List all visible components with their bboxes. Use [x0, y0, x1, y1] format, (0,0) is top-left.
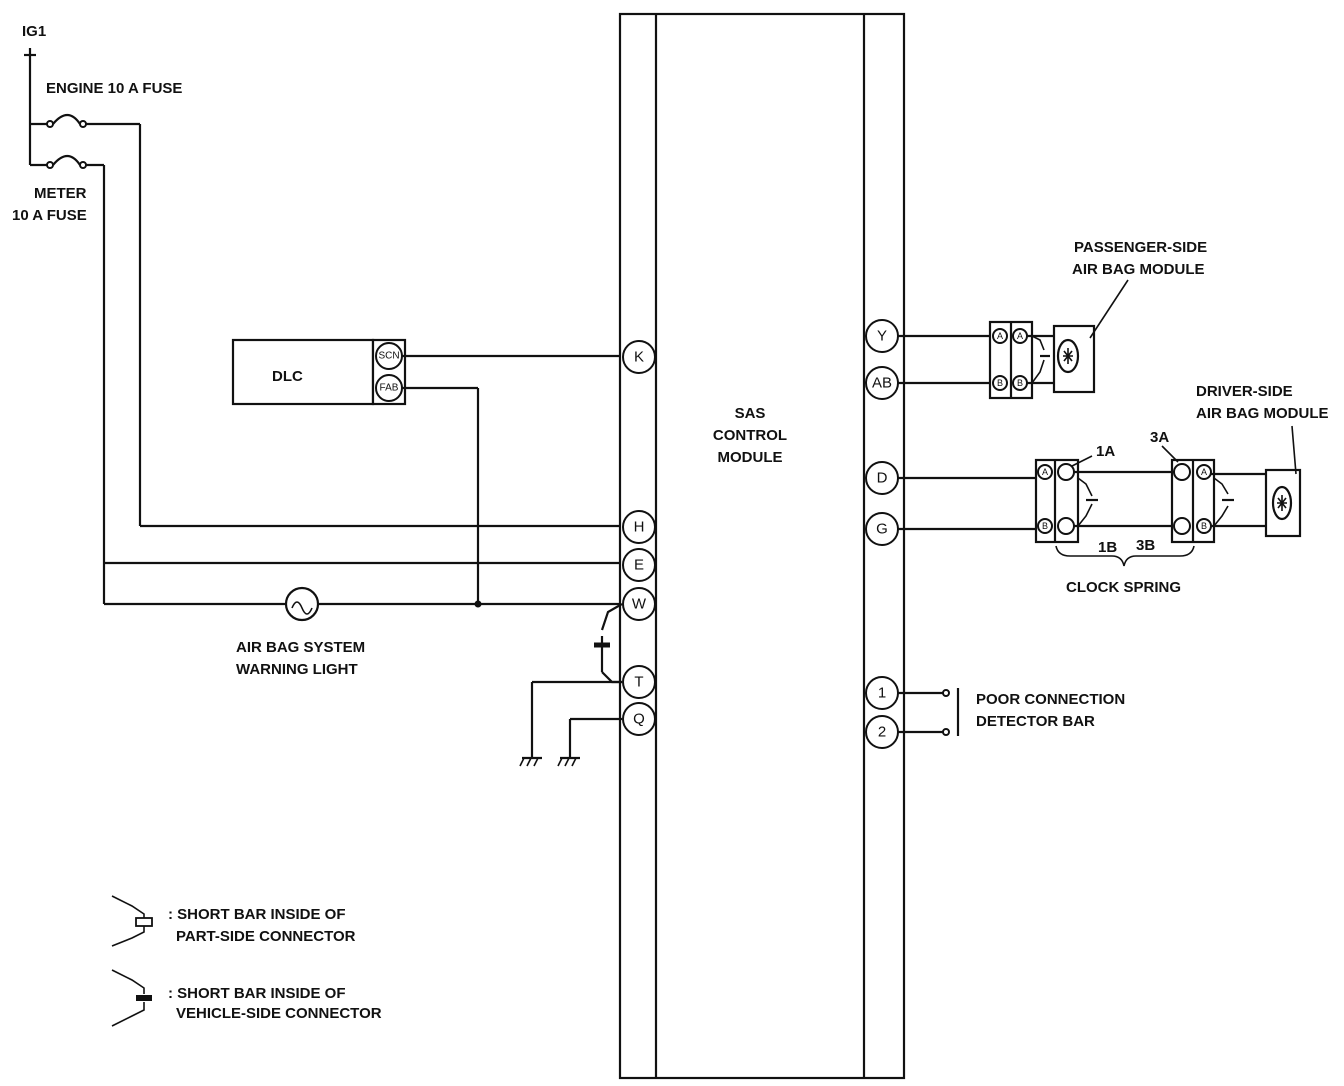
passenger-label-1: PASSENGER-SIDE [1074, 239, 1207, 256]
cs-3a-label: 3A [1150, 429, 1169, 446]
svg-text:K: K [634, 349, 644, 366]
cs-3b-label: 3B [1136, 537, 1155, 554]
svg-text:Y: Y [877, 328, 887, 345]
legend-1-line1: : SHORT BAR INSIDE OF [168, 906, 346, 923]
svg-text:1: 1 [878, 685, 886, 702]
svg-text:B: B [1017, 378, 1023, 388]
svg-text:Q: Q [633, 711, 645, 728]
svg-text:A: A [1017, 331, 1023, 341]
svg-text:AB: AB [872, 375, 892, 392]
clock-spring-brace [1055, 545, 1195, 567]
meter-fuse-icon [52, 154, 81, 166]
sas-module [618, 12, 906, 1080]
pin-ab: AB [865, 366, 899, 400]
warning-light-label-2: WARNING LIGHT [236, 661, 358, 678]
module-label-3: MODULE [718, 449, 783, 466]
svg-text:G: G [876, 521, 888, 538]
passenger-label-2: AIR BAG MODULE [1072, 261, 1205, 278]
svg-text:E: E [634, 557, 644, 574]
dlc-fab-label: FAB [380, 383, 399, 394]
cs-1a-label: 1A [1096, 443, 1115, 460]
pin-t: T [622, 665, 656, 699]
poor-conn-label-2: DETECTOR BAR [976, 713, 1095, 730]
pin-e: E [622, 548, 656, 582]
driver-inflator-icon [1271, 485, 1293, 521]
svg-text:A: A [997, 331, 1003, 341]
pin-d: D [865, 461, 899, 495]
module-label-1: SAS [735, 405, 766, 422]
pin-w: W [622, 587, 656, 621]
pin-2: 2 [865, 715, 899, 749]
driver-label-1: DRIVER-SIDE [1196, 383, 1293, 400]
pin-y: Y [865, 319, 899, 353]
passenger-airbag-module [1052, 324, 1096, 394]
poor-conn-label-1: POOR CONNECTION [976, 691, 1125, 708]
meter-fuse-label-2: 10 A FUSE [12, 207, 87, 224]
svg-text:B: B [997, 378, 1003, 388]
svg-text:B: B [1042, 521, 1048, 531]
meter-fuse-label-1: METER [34, 185, 87, 202]
svg-text:A: A [1201, 467, 1207, 477]
dlc-box [231, 338, 375, 406]
svg-text:D: D [877, 470, 888, 487]
splice-point [474, 600, 482, 608]
svg-text:B: B [1201, 521, 1207, 531]
clock-spring-label: CLOCK SPRING [1066, 579, 1181, 596]
ground-icon [557, 756, 580, 767]
pin-1: 1 [865, 676, 899, 710]
driver-label-2: AIR BAG MODULE [1196, 405, 1329, 422]
pin-k: K [622, 340, 656, 374]
pin-g: G [865, 512, 899, 546]
svg-text:T: T [634, 674, 643, 691]
dlc-label: DLC [272, 368, 303, 385]
engine-fuse-label: ENGINE 10 A FUSE [46, 80, 182, 97]
svg-text:H: H [634, 519, 645, 536]
ig1-label: IG1 [22, 23, 46, 40]
passenger-inflator-icon [1056, 338, 1080, 374]
svg-text:2: 2 [878, 724, 886, 741]
warning-light-bulb-icon [284, 586, 320, 622]
svg-text:A: A [1042, 467, 1048, 477]
legend-1-line2: PART-SIDE CONNECTOR [176, 928, 356, 945]
part-side-short-bar-icon [135, 917, 153, 927]
engine-fuse-icon [52, 113, 81, 125]
dlc-scn-label: SCN [378, 351, 399, 362]
legend-vehicle-side: : SHORT BAR INSIDE OF VEHICLE-SIDE CONNE… [111, 969, 382, 1027]
module-label-2: CONTROL [713, 427, 787, 444]
cs-1b-label: 1B [1098, 539, 1117, 556]
pin-q: Q [622, 702, 656, 736]
ground-icon [519, 756, 542, 767]
legend-part-side: : SHORT BAR INSIDE OF PART-SIDE CONNECTO… [111, 895, 356, 947]
legend-2-line1: : SHORT BAR INSIDE OF [168, 985, 346, 1002]
legend-2-line2: VEHICLE-SIDE CONNECTOR [176, 1005, 382, 1022]
warning-light-label-1: AIR BAG SYSTEM [236, 639, 365, 656]
svg-text:W: W [632, 596, 647, 613]
pin-h: H [622, 510, 656, 544]
